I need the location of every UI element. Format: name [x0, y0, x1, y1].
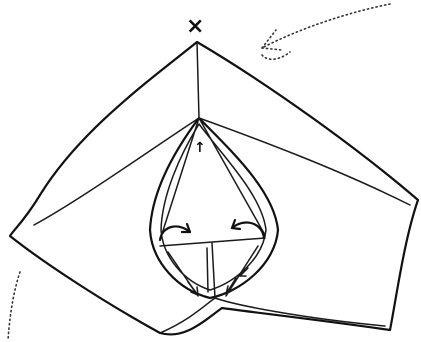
right-inner-crease [199, 118, 410, 205]
top-vertex-mark: × [186, 14, 204, 39]
center-crease [197, 42, 199, 118]
left-diagonal-crease [160, 118, 199, 240]
curved-arrow-icon [232, 220, 264, 238]
right-diagonal-crease [199, 118, 265, 235]
apex-mark: ↑ [194, 140, 206, 156]
vertical-stem-crease-2 [207, 248, 208, 292]
dotted-arrow-icon [262, 4, 390, 59]
dotted-guide-line [8, 272, 20, 340]
lower-right-crease [226, 246, 258, 296]
